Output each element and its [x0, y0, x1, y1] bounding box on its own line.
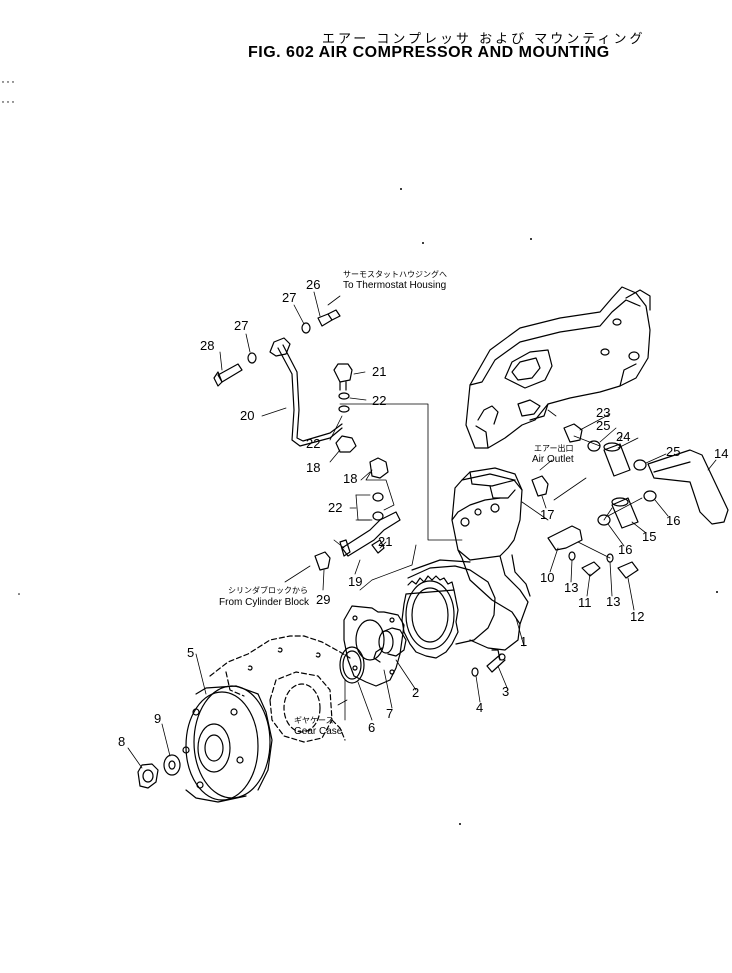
fitting [314, 551, 331, 571]
gasket-plate [343, 605, 405, 687]
figure-title: FIG. 602 AIR COMPRESSOR AND MOUNTING [248, 44, 610, 61]
callout-label: 8 [118, 734, 125, 749]
callout-label: 14 [714, 446, 728, 461]
callout-label: 22 [372, 393, 386, 408]
callout-label: 22 [328, 500, 342, 515]
callout-label: 28 [200, 338, 214, 353]
callout-label: 4 [476, 700, 483, 715]
nut [137, 763, 159, 789]
connector-bolt [317, 309, 341, 327]
thermostat-housing [465, 286, 651, 449]
gasket-washer [301, 322, 311, 334]
callout-label: 12 [630, 609, 644, 624]
callout-label: 18 [306, 460, 320, 475]
thermostat-note-en: To Thermostat Housing [343, 280, 447, 291]
callout-label: 17 [540, 507, 554, 522]
callout-label: 20 [240, 408, 254, 423]
callout-numbers: 26 27 27 28 20 21 22 22 18 18 22 21 19 2… [118, 277, 728, 749]
gasket-washer [247, 352, 257, 364]
callout-label: 29 [316, 592, 330, 607]
air-pipe [647, 449, 729, 525]
callout-label: 11 [578, 595, 592, 610]
callout-label: 7 [386, 706, 393, 721]
cylinder-block-note-en: From Cylinder Block [219, 597, 310, 608]
pulley [182, 685, 273, 803]
elbow-fitting [369, 457, 389, 479]
hose [611, 497, 639, 529]
bolt [617, 561, 639, 579]
callout-label: 19 [348, 574, 362, 589]
outlet-fitting [531, 475, 549, 497]
callout-label: 18 [343, 471, 357, 486]
thermostat-note-jp: サーモスタットハウジングへ [343, 270, 447, 279]
callout-label: 2 [412, 685, 419, 700]
cylinder-block-note-jp: シリンダブロックから [228, 586, 308, 595]
callout-label: 3 [502, 684, 509, 699]
o-ring [339, 646, 365, 684]
hose-clamp [643, 490, 657, 502]
adapter [333, 363, 353, 391]
fitting [563, 423, 583, 443]
banjo-bolt [213, 363, 243, 387]
callout-label: 13 [564, 580, 578, 595]
callout-label: 27 [234, 318, 248, 333]
callout-label: 22 [306, 436, 320, 451]
callout-label: 21 [378, 534, 392, 549]
callout-label: 16 [618, 542, 632, 557]
callout-label: 1 [520, 634, 527, 649]
callout-label: 25 [596, 418, 610, 433]
callout-label: 10 [540, 570, 554, 585]
callout-label: 27 [282, 290, 296, 305]
gasket-washer [338, 405, 350, 413]
callout-label: 13 [606, 594, 620, 609]
gasket-washer [372, 511, 384, 521]
callout-label: 25 [666, 444, 680, 459]
hose [603, 442, 631, 477]
air-compressor [373, 467, 531, 677]
washer [163, 754, 181, 776]
title-japanese: エアー コンプレッサ および マウンティング [322, 32, 646, 47]
hose-clamp [597, 514, 611, 526]
air-outlet-note-en: Air Outlet [532, 454, 574, 465]
elbow-fitting [547, 525, 583, 551]
callout-label: 15 [642, 529, 656, 544]
callout-leaders [127, 291, 717, 769]
callout-label: 21 [372, 364, 386, 379]
gear-case [209, 635, 351, 743]
scan-specks [2, 81, 718, 825]
callout-label: 16 [666, 513, 680, 528]
leader-lines [284, 295, 643, 721]
gear-case-note-en: Gear Case [294, 726, 343, 737]
gasket-washer [372, 492, 384, 502]
callout-label: 23 [596, 405, 610, 420]
elbow-fitting [335, 435, 357, 453]
bolt [581, 561, 601, 577]
washer [568, 551, 576, 561]
callout-label: 9 [154, 711, 161, 726]
callout-label: 5 [187, 645, 194, 660]
callout-label: 24 [616, 429, 630, 444]
callout-label: 26 [306, 277, 320, 292]
gear-case-note-jp: ギヤケース [294, 716, 334, 725]
air-outlet-note-jp: エアー出口 [534, 444, 574, 453]
oil-pipe [269, 337, 343, 447]
gasket-washer [338, 392, 350, 400]
callout-label: 6 [368, 720, 375, 735]
hose-clamp [633, 459, 647, 471]
pipe-connector [339, 511, 401, 557]
